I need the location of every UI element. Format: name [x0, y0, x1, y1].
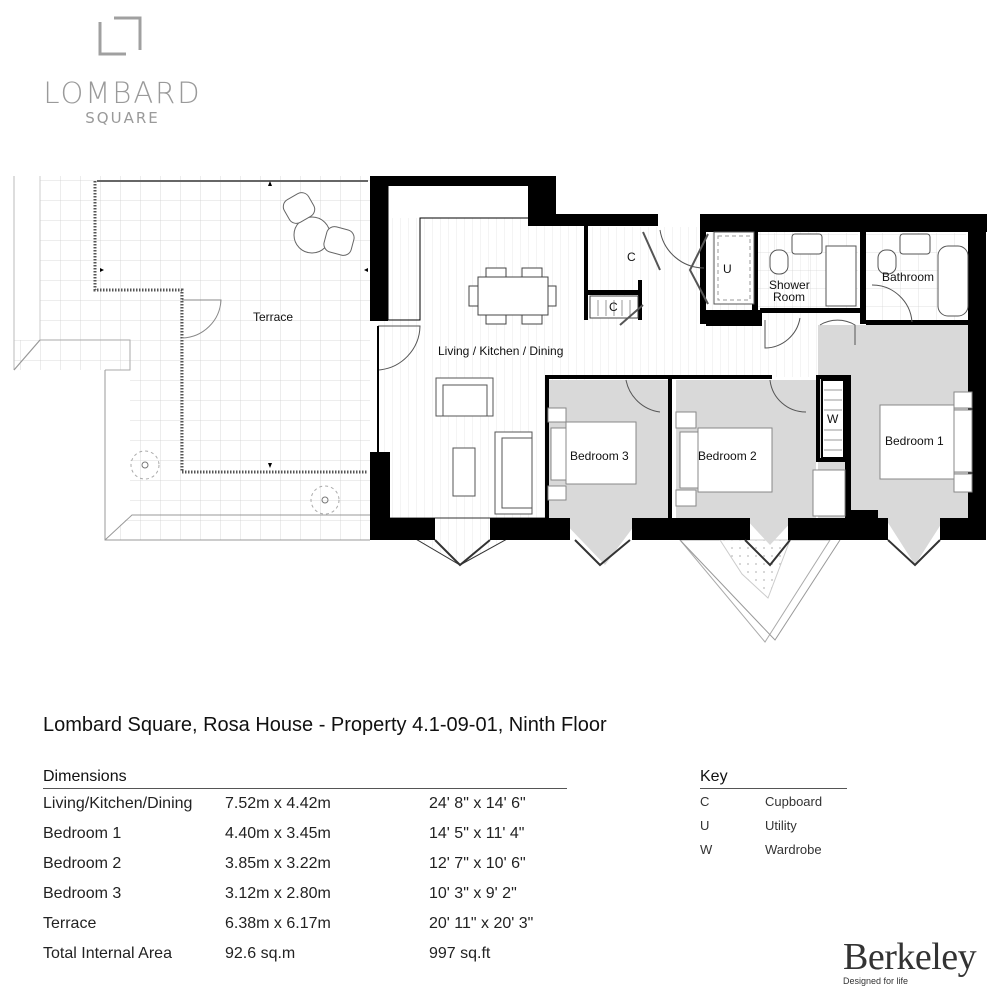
imperial-size: 14' 5" x 11' 4"	[429, 825, 525, 842]
dimensions-table: Dimensions Living/Kitchen/Dining 7.52m x…	[43, 768, 567, 969]
imperial-size: 10' 3" x 9' 2"	[429, 885, 517, 902]
balcony-triangle	[678, 539, 841, 643]
logo-mark-icon	[98, 16, 142, 56]
table-row: Bedroom 3 3.12m x 2.80m 10' 3" x 9' 2"	[43, 879, 567, 909]
floor-plan: Terrace Living / Kitchen / Dining C C U …	[0, 170, 1000, 650]
logo-name: LOMBARD	[43, 76, 202, 110]
brand-name: Berkeley	[843, 936, 977, 978]
logo-subtitle: SQUARE	[85, 109, 160, 127]
key-code: C	[700, 793, 710, 809]
floor-plan-drawing	[13, 176, 987, 643]
key-code: W	[700, 841, 713, 857]
walls	[370, 176, 987, 540]
key-code: U	[700, 817, 710, 833]
label-shower-room-line1: Shower	[769, 278, 810, 292]
key-item: C Cupboard	[700, 789, 847, 813]
dining-table	[468, 267, 557, 325]
imperial-size: 997 sq.ft	[429, 945, 491, 962]
key-heading: Key	[700, 768, 847, 789]
table-row: Bedroom 2 3.85m x 3.22m 12' 7" x 10' 6"	[43, 849, 567, 879]
table-row: Bedroom 1 4.40m x 3.45m 14' 5" x 11' 4"	[43, 819, 567, 849]
label-bedroom-3: Bedroom 3	[570, 449, 629, 463]
table-row: Living/Kitchen/Dining 7.52m x 4.42m 24' …	[43, 789, 567, 819]
label-shower-room-line2: Room	[773, 290, 806, 304]
metric-size: 3.12m x 2.80m	[225, 885, 331, 902]
imperial-size: 20' 11" x 20' 3"	[429, 915, 534, 932]
label-cupboard: C	[609, 300, 618, 314]
property-title: Lombard Square, Rosa House - Property 4.…	[43, 714, 607, 736]
room-name: Bedroom 3	[43, 885, 122, 902]
key-item: U Utility	[700, 813, 847, 837]
label-living-kitchen-dining: Living / Kitchen / Dining	[438, 344, 564, 358]
room-name: Bedroom 2	[43, 855, 122, 872]
metric-size: 3.85m x 3.22m	[225, 855, 331, 872]
room-name: Terrace	[43, 915, 97, 932]
metric-size: 92.6 sq.m	[225, 945, 296, 962]
label-cupboard: C	[627, 250, 636, 264]
dimensions-heading: Dimensions	[43, 768, 567, 789]
metric-size: 4.40m x 3.45m	[225, 825, 331, 842]
metric-size: 7.52m x 4.42m	[225, 795, 331, 812]
imperial-size: 12' 7" x 10' 6"	[429, 855, 526, 872]
brand-tagline: Designed for life	[843, 976, 909, 986]
key-label: Wardrobe	[765, 841, 822, 857]
label-bedroom-1: Bedroom 1	[885, 434, 944, 448]
label-terrace: Terrace	[253, 310, 294, 324]
berkeley-logo: Berkeley Designed for life	[843, 936, 977, 986]
key-legend: Key C Cupboard U Utility W Wardrobe	[700, 768, 847, 861]
label-bathroom: Bathroom	[882, 270, 935, 284]
label-wardrobe: W	[827, 412, 839, 426]
key-label: Utility	[765, 817, 797, 833]
lombard-square-logo: LOMBARD SQUARE	[40, 12, 205, 127]
room-name: Living/Kitchen/Dining	[43, 795, 193, 812]
key-item: W Wardrobe	[700, 837, 847, 861]
metric-size: 6.38m x 6.17m	[225, 915, 331, 932]
key-label: Cupboard	[765, 793, 823, 809]
label-utility: U	[723, 262, 732, 276]
room-name: Total Internal Area	[43, 945, 172, 962]
table-row: Total Internal Area 92.6 sq.m 997 sq.ft	[43, 939, 567, 969]
table-row: Terrace 6.38m x 6.17m 20' 11" x 20' 3"	[43, 909, 567, 939]
imperial-size: 24' 8" x 14' 6"	[429, 795, 526, 812]
terrace-area	[13, 176, 370, 541]
room-name: Bedroom 1	[43, 825, 122, 842]
label-bedroom-2: Bedroom 2	[698, 449, 757, 463]
